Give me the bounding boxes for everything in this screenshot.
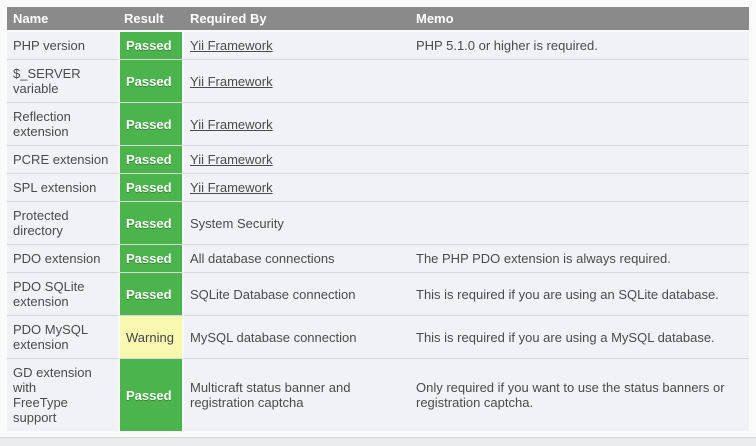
required-by-text: System Security xyxy=(190,215,284,231)
result-label: Passed xyxy=(126,38,172,53)
required-by-text: MySQL database connection xyxy=(190,329,357,345)
required-by-cell: SQLite Database connection xyxy=(184,272,410,315)
table-row: PCRE extension Passed Yii Framework xyxy=(7,145,749,173)
column-header-result: Result xyxy=(118,7,184,32)
memo-text: The PHP PDO extension is always required… xyxy=(410,244,749,272)
memo-text: Only required if you want to use the sta… xyxy=(410,358,749,431)
result-status-badge: Passed xyxy=(118,244,184,272)
table-body: PHP version Passed Yii Framework PHP 5.1… xyxy=(7,32,749,431)
result-label: Passed xyxy=(126,180,172,195)
memo-text xyxy=(410,201,749,244)
result-status-badge: Passed xyxy=(118,145,184,173)
required-by-link[interactable]: Yii Framework xyxy=(190,73,273,89)
required-by-cell: System Security xyxy=(184,201,410,244)
next-section-strip xyxy=(0,437,756,446)
result-status-badge: Passed xyxy=(118,272,184,315)
result-status-badge: Passed xyxy=(118,32,184,59)
result-status-badge: Passed xyxy=(118,59,184,102)
table-row: SPL extension Passed Yii Framework xyxy=(7,173,749,201)
result-label: Passed xyxy=(126,73,172,89)
result-label: Passed xyxy=(126,215,172,231)
required-by-link[interactable]: Yii Framework xyxy=(190,116,273,132)
requirement-name: PDO MySQL extension xyxy=(7,315,118,358)
table-header-row: Name Result Required By Memo xyxy=(7,7,749,32)
required-by-link[interactable]: Yii Framework xyxy=(190,180,273,195)
result-status-badge: Passed xyxy=(118,201,184,244)
required-by-text: All database connections xyxy=(190,251,335,266)
table-row: Reflection extension Passed Yii Framewor… xyxy=(7,102,749,145)
requirement-name: PHP version xyxy=(7,32,118,59)
required-by-cell: Yii Framework xyxy=(184,59,410,102)
column-header-memo: Memo xyxy=(410,7,749,32)
result-label: Warning xyxy=(126,329,174,345)
required-by-cell: MySQL database connection xyxy=(184,315,410,358)
requirement-name: GD extension with FreeType support xyxy=(7,358,118,431)
column-header-name: Name xyxy=(7,7,118,32)
requirement-name: Protected directory xyxy=(7,201,118,244)
result-label: Passed xyxy=(126,286,172,302)
result-label: Passed xyxy=(126,387,172,403)
requirement-name: PCRE extension xyxy=(7,145,118,173)
required-by-cell: Yii Framework xyxy=(184,32,410,59)
table-row: PDO MySQL extension Warning MySQL databa… xyxy=(7,315,749,358)
column-header-required-by: Required By xyxy=(184,7,410,32)
required-by-cell: Yii Framework xyxy=(184,102,410,145)
table-row: PHP version Passed Yii Framework PHP 5.1… xyxy=(7,32,749,59)
result-status-badge: Passed xyxy=(118,102,184,145)
memo-text xyxy=(410,173,749,201)
required-by-cell: All database connections xyxy=(184,244,410,272)
required-by-cell: Multicraft status banner and registratio… xyxy=(184,358,410,431)
memo-text: PHP 5.1.0 or higher is required. xyxy=(410,32,749,59)
result-status-badge: Passed xyxy=(118,358,184,431)
table-row: PDO SQLite extension Passed SQLite Datab… xyxy=(7,272,749,315)
memo-text xyxy=(410,102,749,145)
result-status-badge: Passed xyxy=(118,173,184,201)
required-by-cell: Yii Framework xyxy=(184,145,410,173)
memo-text xyxy=(410,145,749,173)
required-by-cell: Yii Framework xyxy=(184,173,410,201)
requirement-name: PDO SQLite extension xyxy=(7,272,118,315)
table-row: PDO extension Passed All database connec… xyxy=(7,244,749,272)
requirement-name: SPL extension xyxy=(7,173,118,201)
result-label: Passed xyxy=(126,152,172,167)
required-by-text: SQLite Database connection xyxy=(190,286,356,302)
table-row: GD extension with FreeType support Passe… xyxy=(7,358,749,431)
table-row: Protected directory Passed System Securi… xyxy=(7,201,749,244)
requirement-name: Reflection extension xyxy=(7,102,118,145)
memo-text: This is required if you are using a MySQ… xyxy=(410,315,749,358)
requirement-name: $_SERVER variable xyxy=(7,59,118,102)
result-status-badge: Warning xyxy=(118,315,184,358)
table-row: $_SERVER variable Passed Yii Framework xyxy=(7,59,749,102)
memo-text: This is required if you are using an SQL… xyxy=(410,272,749,315)
required-by-link[interactable]: Yii Framework xyxy=(190,152,273,167)
memo-text xyxy=(410,59,749,102)
requirements-table: Name Result Required By Memo PHP version… xyxy=(7,7,749,431)
result-label: Passed xyxy=(126,251,172,266)
result-label: Passed xyxy=(126,116,172,132)
requirement-name: PDO extension xyxy=(7,244,118,272)
required-by-text: Multicraft status banner and registratio… xyxy=(190,380,351,410)
required-by-link[interactable]: Yii Framework xyxy=(190,38,273,53)
